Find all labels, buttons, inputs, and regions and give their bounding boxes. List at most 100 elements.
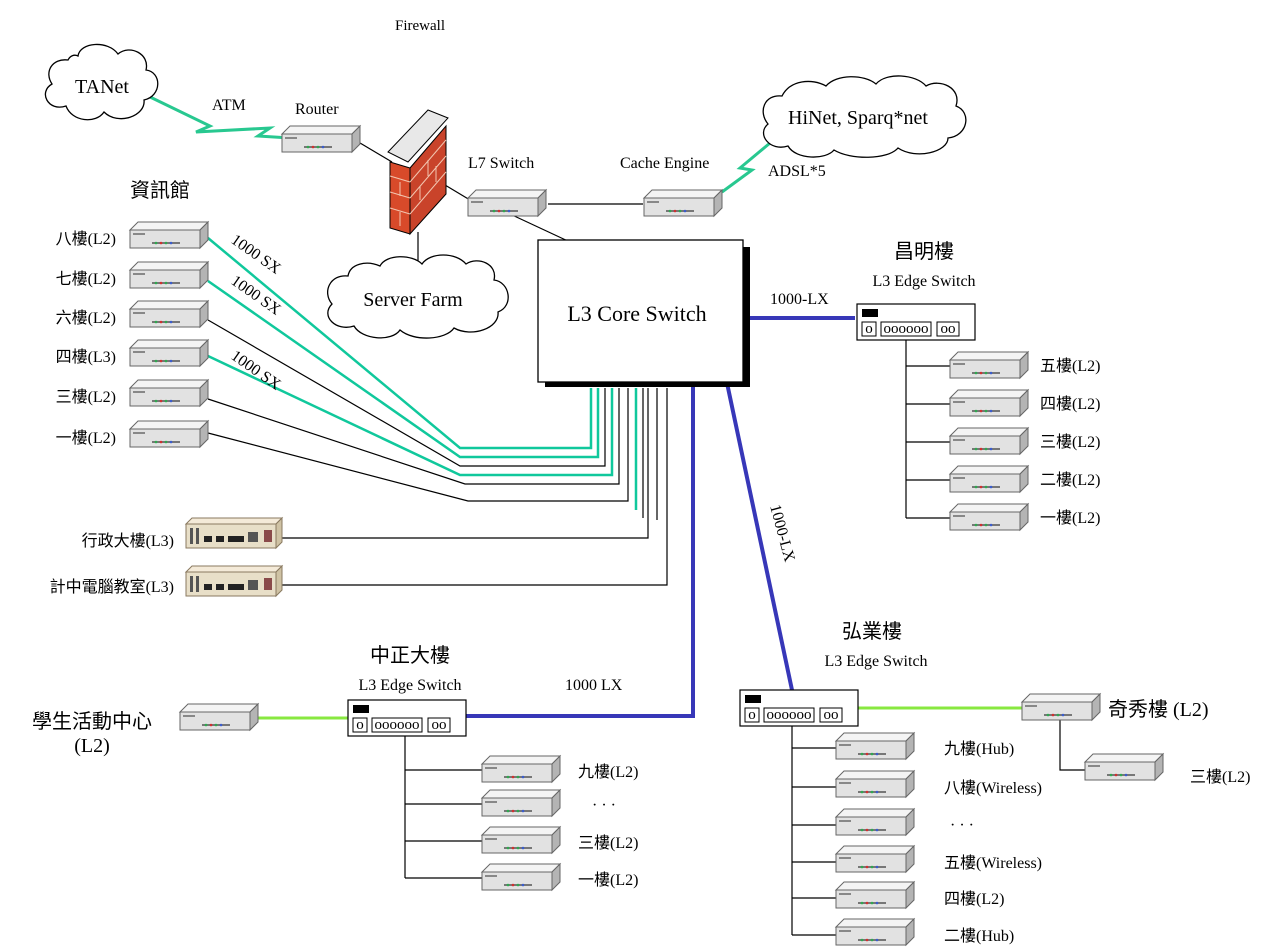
hy-9f-switch-icon[interactable] (835, 732, 915, 760)
zhongzheng-title: 中正大樓 (370, 644, 450, 667)
hinet-label: HiNet, Sparq*net (788, 107, 928, 129)
zz-port-b: oooooo (375, 717, 420, 733)
atm-label: ATM (212, 97, 246, 114)
cache-engine-icon[interactable] (643, 189, 723, 217)
l7-switch-label: L7 Switch (468, 155, 534, 172)
link-1000lx-label: 1000-LX (770, 291, 829, 308)
zz-floor-3: 三樓(L2) (578, 834, 638, 852)
computer-room-label: 計中電腦教室(L3) (50, 578, 174, 596)
link-1000lx-vertical-label: 1000-LX (766, 503, 798, 564)
firewall-l7-link (444, 184, 471, 201)
infohall-3f-link (207, 388, 620, 485)
zz-3f-switch-icon[interactable] (481, 826, 561, 854)
student-center-switch-icon[interactable] (179, 703, 259, 731)
infohall-floor-3: 三樓(L2) (56, 388, 116, 406)
sx-label-1: 1000 SX (228, 231, 284, 278)
qixiu-3f-switch-icon[interactable] (1084, 753, 1164, 781)
hy-8f-switch-icon[interactable] (835, 770, 915, 798)
changming-4f-switch-icon[interactable] (949, 389, 1029, 417)
hongye-title: 弘業樓 (842, 620, 902, 643)
infohall-7f-link (207, 279, 600, 459)
l7-core-link (509, 213, 571, 243)
hy-floor-4: 四樓(L2) (944, 890, 1004, 908)
zz-1f-switch-icon[interactable] (481, 863, 561, 891)
router-icon[interactable] (281, 125, 361, 153)
infohall-7f-switch-icon[interactable] (129, 261, 209, 289)
changming-port-b: oooooo (884, 321, 929, 337)
hy-4f-switch-icon[interactable] (835, 881, 915, 909)
brick-firewall-icon (387, 109, 449, 236)
zz-floor-dots: · · · (592, 797, 616, 814)
infohall-4f-link (207, 354, 614, 477)
qixiu-switch-icon[interactable] (1021, 693, 1101, 721)
hy-5f-switch-icon[interactable] (835, 845, 915, 873)
infohall-title: 資訊館 (130, 179, 190, 202)
server-farm-label: Server Farm (363, 289, 463, 311)
hy-floor-dots: · · · (950, 817, 974, 834)
core-switch-label: L3 Core Switch (567, 301, 706, 326)
changming-port-a: o (865, 321, 873, 337)
admin-link (282, 388, 649, 539)
qixiu-3f-label: 三樓(L2) (1190, 768, 1250, 786)
changming-floor-4: 四樓(L2) (1040, 395, 1100, 413)
changming-title: 昌明樓 (894, 240, 954, 263)
zz-port-a: o (356, 717, 364, 733)
changming-5f-switch-icon[interactable] (949, 351, 1029, 379)
hy-floor-8: 八樓(Wireless) (944, 779, 1042, 797)
cache-adsl-link (721, 136, 777, 194)
infohall-floor-7: 七樓(L2) (56, 270, 116, 288)
comproom-link (282, 388, 668, 586)
hongye-subtitle: L3 Edge Switch (824, 653, 927, 670)
infohall-1f-link (207, 388, 629, 502)
student-center-label: 學生活動中心 (32, 710, 152, 733)
router-label: Router (295, 101, 339, 118)
infohall-floor-4: 四樓(L3) (56, 348, 116, 366)
hy-2f-switch-icon[interactable] (835, 918, 915, 946)
qixiu-label: 奇秀樓 (L2) (1108, 698, 1209, 721)
core-zhongzheng-link (450, 385, 695, 718)
hy-port-b: oooooo (767, 707, 812, 723)
changming-subtitle: L3 Edge Switch (872, 273, 975, 290)
tanet-atm-link (147, 94, 291, 140)
changming-floor-1: 一樓(L2) (1040, 509, 1100, 527)
infohall-floor-8: 八樓(L2) (56, 230, 116, 248)
infohall-8f-switch-icon[interactable] (129, 221, 209, 249)
zhongzheng-subtitle: L3 Edge Switch (358, 677, 461, 694)
hy-floor-2: 二樓(Hub) (944, 927, 1014, 945)
zz-9f-switch-icon[interactable] (481, 755, 561, 783)
hinet-cloud-icon (762, 75, 967, 158)
hy-port-a: o (748, 707, 756, 723)
cache-engine-label: Cache Engine (620, 155, 709, 172)
changming-1f-switch-icon[interactable] (949, 503, 1029, 531)
hy-port-c: oo (824, 707, 839, 723)
infohall-8f-link (207, 237, 593, 450)
student-center-sub-label: (L2) (74, 735, 110, 757)
zz-floor-9: 九樓(L2) (578, 763, 638, 781)
infohall-6f-switch-icon[interactable] (129, 300, 209, 328)
router-firewall-link (354, 139, 393, 163)
changming-3f-switch-icon[interactable] (949, 427, 1029, 455)
tanet-label: TANet (75, 76, 129, 98)
infohall-3f-switch-icon[interactable] (129, 379, 209, 407)
server-farm-cloud-icon (327, 254, 509, 339)
comproom-chassis-icon[interactable] (185, 565, 283, 597)
zz-floor-1: 一樓(L2) (578, 871, 638, 889)
infohall-6f-link (207, 319, 606, 467)
zz-dots-switch-icon[interactable] (481, 789, 561, 817)
zz-port-c: oo (432, 717, 447, 733)
l7-switch-icon[interactable] (467, 189, 547, 217)
tanet-cloud-icon (44, 43, 159, 121)
changming-port-c: oo (941, 321, 956, 337)
hy-floor-9: 九樓(Hub) (944, 740, 1014, 758)
changming-2f-switch-icon[interactable] (949, 465, 1029, 493)
infohall-1f-switch-icon[interactable] (129, 420, 209, 448)
changming-floor-2: 二樓(L2) (1040, 471, 1100, 489)
admin-chassis-icon[interactable] (185, 517, 283, 549)
infohall-4f-switch-icon[interactable] (129, 339, 209, 367)
adsl-label: ADSL*5 (768, 163, 826, 180)
hy-dots-switch-icon[interactable] (835, 808, 915, 836)
changming-floor-3: 三樓(L2) (1040, 433, 1100, 451)
core-switch[interactable] (537, 239, 750, 387)
infohall-floor-1: 一樓(L2) (56, 429, 116, 447)
infohall-floor-6: 六樓(L2) (56, 309, 116, 327)
